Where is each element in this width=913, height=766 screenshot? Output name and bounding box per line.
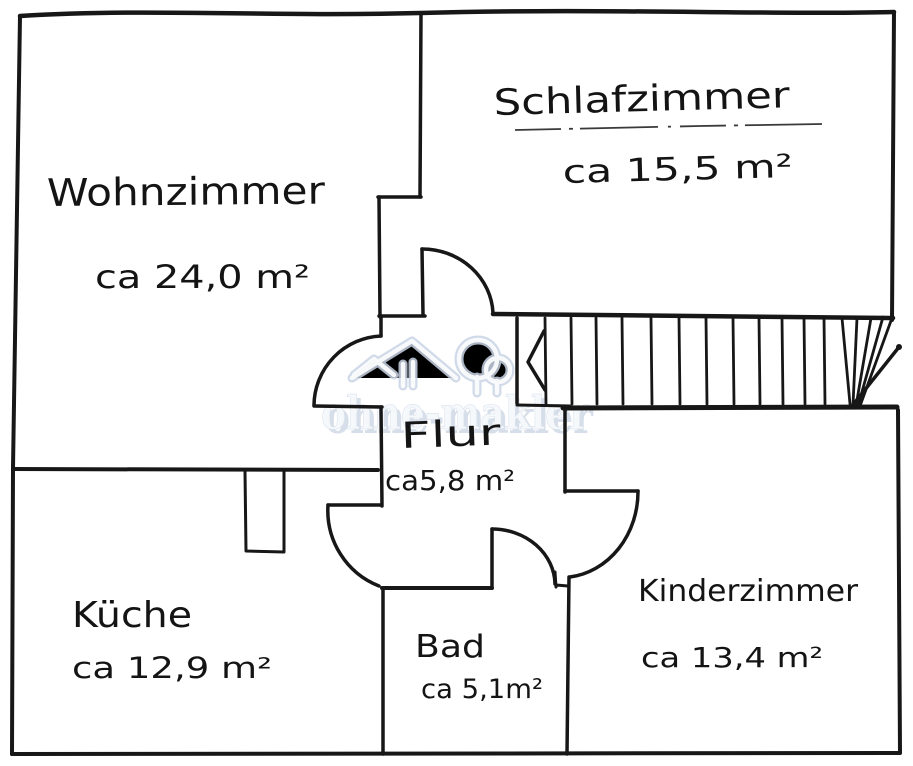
room-labels: Wohnzimmer ca 24,0 m² Schlafzimmer ca 15…	[47, 75, 859, 705]
door-kueche	[326, 503, 383, 588]
wall-kinder-left-lower	[565, 575, 571, 756]
wall-schlafzimmer-bottom	[490, 311, 896, 321]
stair-bottom-edge	[515, 403, 572, 408]
door-bad	[490, 527, 557, 590]
room-label-schlafzimmer: Schlafzimmer ca 15,5 m²	[493, 75, 823, 191]
stair-winder-dot	[896, 344, 902, 350]
room-name-bad: Bad	[415, 629, 485, 665]
wall-kinder-top	[560, 404, 900, 411]
wall-flur-left-upper	[377, 195, 382, 319]
room-area-schlafzimmer: ca 15,5 m²	[562, 147, 793, 191]
room-label-bad: Bad ca 5,1m²	[415, 629, 543, 705]
room-name-kueche: Küche	[72, 595, 192, 636]
door-wohnzimmer-arc	[312, 334, 383, 407]
door-kinderzimmer-arc	[568, 489, 640, 579]
stair-treads	[543, 315, 894, 408]
schlafzimmer-underline	[514, 123, 823, 131]
staircase	[515, 315, 902, 408]
door-kinderzimmer	[568, 489, 640, 579]
room-name-kinderzimmer: Kinderzimmer	[638, 574, 859, 609]
room-area-bad: ca 5,1m²	[421, 674, 543, 705]
stair-direction-arrow	[526, 329, 547, 392]
door-wohnzimmer-leaf	[312, 404, 384, 409]
wall-right-lower	[896, 408, 902, 755]
room-name-flur: Flur	[400, 413, 502, 457]
room-label-kueche: Küche ca 12,9 m²	[72, 595, 272, 685]
room-label-kinderzimmer: Kinderzimmer ca 13,4 m²	[638, 574, 859, 674]
doors	[312, 247, 640, 590]
stair-winder-diagonal	[850, 345, 901, 408]
room-area-kueche: ca 12,9 m²	[72, 651, 272, 685]
room-label-wohnzimmer: Wohnzimmer ca 24,0 m²	[47, 169, 326, 296]
door-schlafzimmer-arc	[420, 247, 495, 315]
interior-walls	[11, 11, 900, 756]
door-wohnzimmer	[312, 314, 384, 409]
watermark-text-shadow: ohne-makler	[325, 390, 594, 444]
door-kueche-arc	[326, 503, 381, 588]
room-name-wohnzimmer: Wohnzimmer	[47, 169, 326, 215]
room-area-wohnzimmer: ca 24,0 m²	[95, 258, 310, 296]
wall-left	[10, 14, 22, 756]
chimney-block	[243, 469, 286, 554]
wall-wohn-schlaf-divider	[418, 11, 423, 199]
wall-kueche-top	[11, 467, 380, 472]
door-bad-arc	[490, 527, 557, 586]
room-area-flur: ca5,8 m²	[385, 464, 515, 497]
room-label-flur: Flur ca5,8 m²	[385, 413, 515, 497]
wall-flur-left-mid	[379, 405, 384, 508]
wall-bad-door-post	[553, 570, 570, 589]
wall-right-upper	[890, 10, 896, 322]
room-area-kinderzimmer: ca 13,4 m²	[641, 641, 823, 674]
door-schlafzimmer	[420, 247, 495, 316]
door-schlafzimmer-leaf	[420, 247, 425, 316]
wall-top	[17, 8, 897, 19]
wall-bottom	[10, 751, 901, 756]
room-name-schlafzimmer: Schlafzimmer	[493, 75, 790, 124]
